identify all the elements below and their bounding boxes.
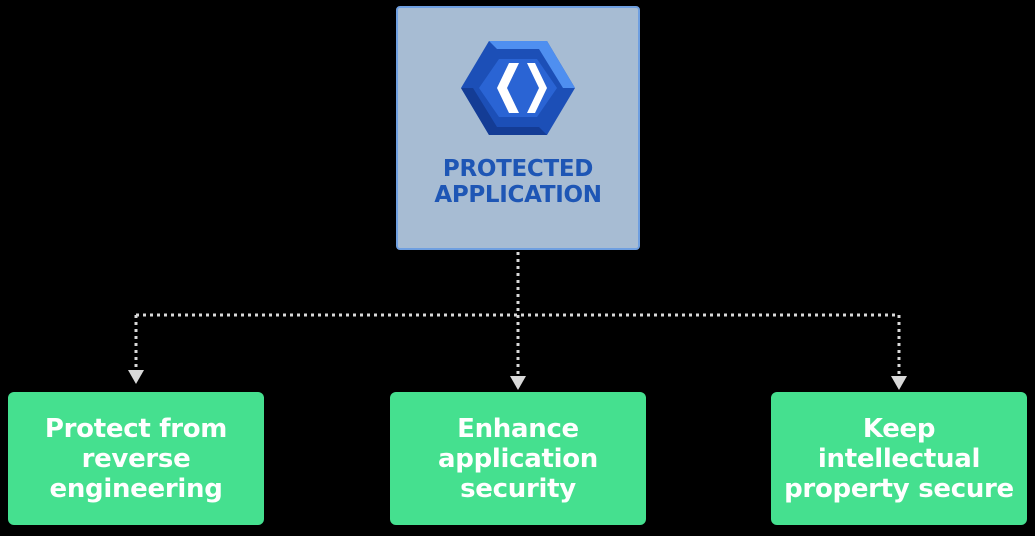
leaf-3-line-3: property secure	[784, 473, 1014, 504]
application-security-node: Enhance application security	[390, 392, 646, 525]
protected-application-node: PROTECTED APPLICATION	[396, 6, 640, 250]
right-arrowhead	[891, 376, 907, 390]
left-arrowhead	[128, 370, 144, 384]
protected-application-title: PROTECTED APPLICATION	[398, 156, 638, 208]
leaf-3-line-2: intellectual	[817, 443, 981, 474]
leaf-1-line-2: reverse	[81, 443, 191, 474]
leaf-1-line-1: Protect from	[44, 413, 228, 444]
leaf-2-line-2: application	[438, 443, 598, 474]
leaf-3-line-1: Keep	[862, 413, 936, 444]
intellectual-property-node: Keep intellectual property secure	[771, 392, 1027, 525]
root-title-line-1: PROTECTED	[442, 156, 594, 182]
hexagon-code-logo-icon	[461, 41, 575, 135]
leaf-2-line-3: security	[460, 473, 576, 504]
leaf-1-line-3: engineering	[49, 473, 223, 504]
reverse-engineering-node: Protect from reverse engineering	[8, 392, 264, 525]
center-arrowhead	[510, 376, 526, 390]
root-title-line-2: APPLICATION	[434, 182, 602, 208]
leaf-2-line-1: Enhance	[457, 413, 579, 444]
